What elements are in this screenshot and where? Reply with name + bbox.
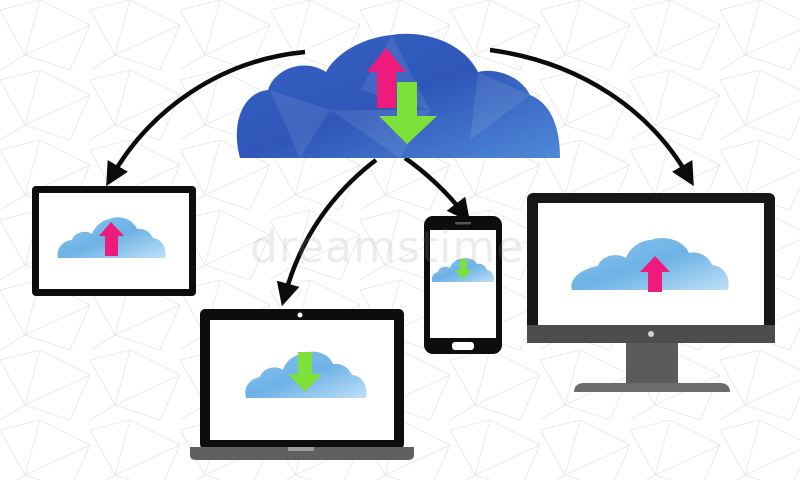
laptop-icon xyxy=(190,309,414,460)
connector-arrows xyxy=(106,47,694,307)
arrow-up-icon xyxy=(640,256,670,292)
desktop-monitor-icon xyxy=(527,193,775,392)
arrow-up-icon xyxy=(367,48,406,108)
arrow-up-icon xyxy=(99,222,124,256)
arrow-down-icon xyxy=(288,352,322,392)
arrow-to-desktop xyxy=(489,47,694,187)
tablet-icon xyxy=(32,186,196,296)
arrow-to-phone xyxy=(403,156,471,223)
smartphone-icon xyxy=(424,216,502,354)
arrow-to-tablet xyxy=(106,49,306,187)
arrow-down-icon xyxy=(455,259,472,279)
main-cloud-icon xyxy=(236,33,560,158)
arrow-to-laptop xyxy=(276,158,378,307)
